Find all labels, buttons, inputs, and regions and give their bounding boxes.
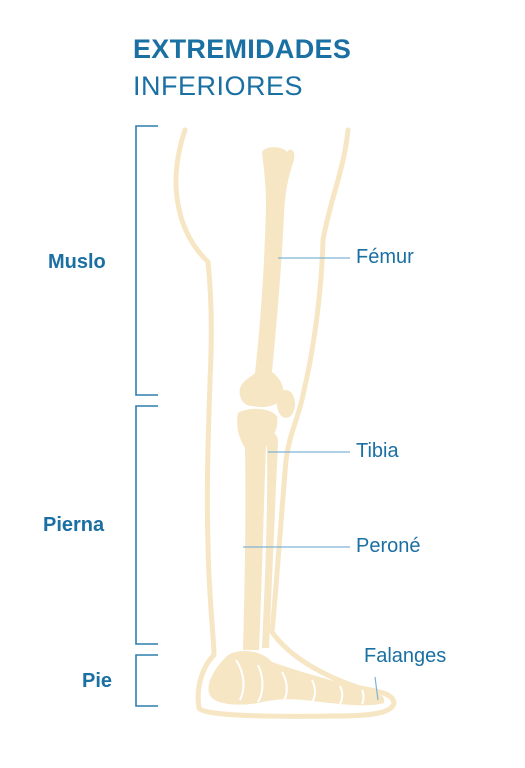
region-label-leg: Pierna	[43, 514, 105, 536]
femur-bone	[239, 147, 295, 408]
region-label-thigh: Muslo	[48, 251, 106, 273]
patella-bone	[277, 390, 295, 418]
leg-outline	[173, 127, 397, 719]
region-brackets	[135, 125, 158, 707]
fibula-bone	[262, 432, 278, 648]
bracket-leg	[135, 405, 158, 645]
bracket-thigh	[135, 125, 158, 396]
bones	[208, 147, 385, 706]
bracket-foot	[135, 654, 158, 707]
bone-label-tibia: Tibia	[356, 440, 399, 462]
foot-joints	[235, 659, 365, 705]
leader-phalanges	[374, 676, 379, 701]
bone-label-femur: Fémur	[356, 246, 414, 268]
diagram-subtitle: INFERIORES	[133, 71, 304, 101]
diagram-title: EXTREMIDADES	[133, 34, 352, 64]
region-label-foot: Pie	[82, 670, 113, 692]
bone-label-phalanges: Falanges	[364, 645, 447, 667]
foot-bones	[208, 650, 385, 706]
bone-label-fibula: Peroné	[356, 535, 421, 557]
leader-lines	[243, 257, 379, 701]
tibia-bone	[237, 408, 278, 650]
